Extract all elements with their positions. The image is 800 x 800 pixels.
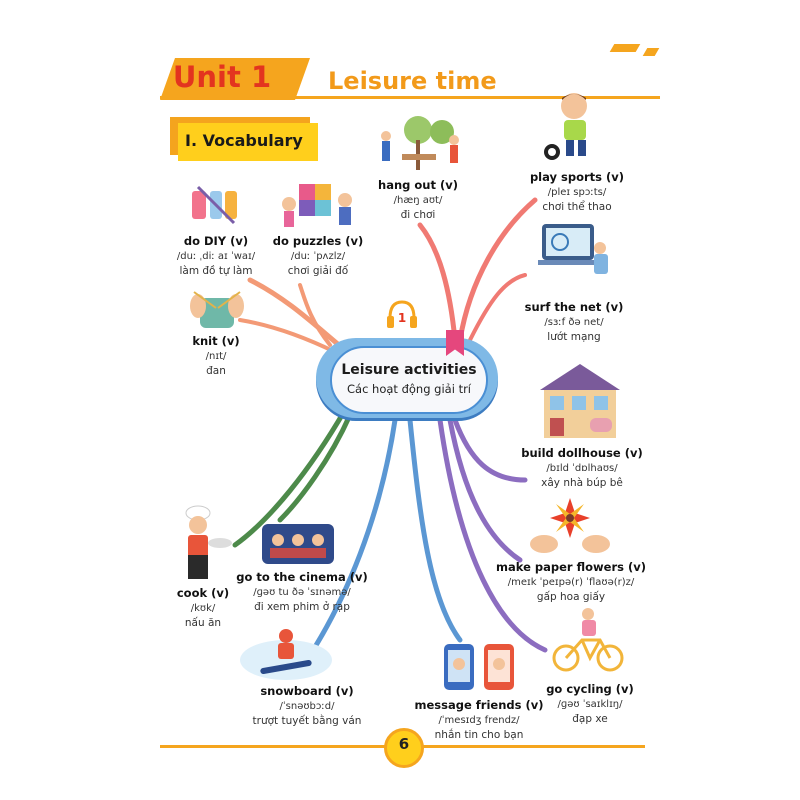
word-en: make paper flowers (v) bbox=[496, 560, 646, 574]
word-en: hang out (v) bbox=[378, 178, 458, 192]
word-ipa: /meɪk ˈpeɪpə(r) ˈflaʊə(r)z/ bbox=[507, 577, 635, 588]
puzzles-illustration bbox=[279, 180, 359, 230]
word-en: snowboard (v) bbox=[260, 684, 354, 698]
hang-out-illustration bbox=[372, 114, 464, 176]
header-rule bbox=[160, 96, 660, 99]
bookmark-ribbon bbox=[446, 330, 464, 356]
word-en: do puzzles (v) bbox=[272, 234, 364, 248]
word-surf-the-net: surf the net (v) /sɜːf ðə net/ lướt mạng bbox=[516, 300, 632, 345]
branch-knit bbox=[238, 318, 337, 354]
word-vi: làm đồ tự làm bbox=[179, 265, 253, 277]
word-en: do DIY (v) bbox=[183, 234, 249, 248]
word-vi: chơi giải đố bbox=[287, 265, 349, 277]
word-go-cycling: go cycling (v) /ɡəʊ ˈsaɪklɪŋ/ đạp xe bbox=[540, 682, 640, 727]
word-en: play sports (v) bbox=[529, 170, 625, 184]
word-ipa: /pleɪ spɔːts/ bbox=[547, 187, 607, 198]
play-sports-illustration bbox=[542, 90, 604, 162]
branch-message bbox=[407, 417, 463, 643]
word-vi: đi chơi bbox=[400, 209, 436, 221]
word-vi: xây nhà búp bê bbox=[541, 477, 623, 489]
branch-paper-flowers bbox=[447, 417, 523, 563]
word-cook: cook (v) /kʊk/ nấu ăn bbox=[166, 586, 240, 631]
section-label: I. Vocabulary bbox=[185, 131, 303, 150]
word-en: message friends (v) bbox=[414, 698, 544, 712]
paper-flowers-illustration bbox=[530, 494, 610, 556]
page-number: 6 bbox=[398, 735, 410, 753]
snowboard-illustration bbox=[240, 626, 332, 682]
word-vi: đan bbox=[206, 365, 226, 377]
word-ipa: /sɜːf ðə net/ bbox=[544, 317, 604, 328]
center-subtitle: Các hoạt động giải trí bbox=[347, 382, 471, 396]
word-vi: lướt mạng bbox=[547, 331, 601, 343]
word-ipa: /duː ˈpʌzlz/ bbox=[290, 251, 346, 262]
word-go-to-the-cinema: go to the cinema (v) /ɡəʊ tu ðə ˈsɪnəmə/… bbox=[232, 570, 372, 615]
word-snowboard: snowboard (v) /ˈsnəʊbɔːd/ trượt tuyết bằ… bbox=[242, 684, 372, 729]
branch-do-puzzles bbox=[298, 283, 332, 347]
word-ipa: /nɪt/ bbox=[205, 351, 227, 362]
word-en: go cycling (v) bbox=[546, 682, 634, 696]
surf-net-illustration bbox=[536, 218, 614, 284]
center-title: Leisure activities bbox=[341, 362, 477, 378]
branch-hang-out bbox=[417, 222, 458, 343]
page-number-badge bbox=[384, 728, 424, 768]
branch-do-diy bbox=[247, 277, 348, 353]
word-do-puzzles: do puzzles (v) /duː ˈpʌzlz/ chơi giải đố bbox=[268, 234, 368, 279]
word-knit: knit (v) /nɪt/ đan bbox=[172, 334, 260, 379]
word-ipa: /ɡəʊ ˈsaɪklɪŋ/ bbox=[557, 699, 623, 710]
branch-cinema bbox=[277, 412, 353, 523]
branch-cycling bbox=[437, 417, 548, 653]
branch-dollhouse bbox=[452, 417, 528, 483]
audio-track-number: 1 bbox=[397, 311, 407, 325]
word-en: go to the cinema (v) bbox=[236, 570, 368, 584]
word-vi: nấu ăn bbox=[184, 617, 222, 629]
cycling-illustration bbox=[552, 604, 624, 676]
branch-cook bbox=[232, 407, 348, 548]
knit-illustration bbox=[186, 288, 248, 334]
branch-play-sports bbox=[457, 197, 538, 343]
word-ipa: /ɡəʊ tu ðə ˈsɪnəmə/ bbox=[253, 587, 351, 598]
word-en: build dollhouse (v) bbox=[521, 446, 643, 460]
diy-illustration bbox=[190, 183, 242, 227]
word-vi: gấp hoa giấy bbox=[536, 591, 606, 603]
word-ipa: /ˈsnəʊbɔːd/ bbox=[279, 701, 335, 712]
word-play-sports: play sports (v) /pleɪ spɔːts/ chơi thể t… bbox=[522, 170, 632, 215]
word-ipa: /kʊk/ bbox=[190, 603, 216, 614]
word-hang-out: hang out (v) /hæŋ aʊt/ đi chơi bbox=[370, 178, 466, 223]
dollhouse-illustration bbox=[534, 360, 626, 440]
unit-label: Unit 1 bbox=[172, 60, 272, 94]
word-vi: trượt tuyết bằng ván bbox=[252, 715, 362, 727]
cook-illustration bbox=[176, 505, 234, 583]
word-ipa: /duː ˌdiː aɪ ˈwaɪ/ bbox=[176, 251, 256, 262]
word-do-diy: do DIY (v) /duː ˌdiː aɪ ˈwaɪ/ làm đồ tự … bbox=[170, 234, 262, 279]
word-build-dollhouse: build dollhouse (v) /bɪld ˈdɒlhaʊs/ xây … bbox=[516, 446, 648, 491]
branch-snowboard bbox=[307, 417, 398, 658]
word-ipa: /hæŋ aʊt/ bbox=[393, 195, 443, 206]
word-make-paper-flowers: make paper flowers (v) /meɪk ˈpeɪpə(r) ˈ… bbox=[492, 560, 650, 605]
word-message-friends: message friends (v) /ˈmesɪdʒ frendz/ nhắ… bbox=[414, 698, 544, 743]
unit-banner bbox=[160, 58, 310, 100]
word-vi: đi xem phim ở rạp bbox=[254, 601, 350, 613]
cinema-illustration bbox=[262, 524, 334, 564]
word-vi: chơi thể thao bbox=[542, 201, 612, 213]
word-en: cook (v) bbox=[176, 586, 230, 600]
section-badge bbox=[178, 123, 318, 161]
word-en: knit (v) bbox=[192, 334, 240, 348]
center-node bbox=[330, 346, 488, 414]
page-title: Leisure time bbox=[328, 67, 497, 95]
word-ipa: /ˈmesɪdʒ frendz/ bbox=[438, 715, 520, 726]
word-ipa: /bɪld ˈdɒlhaʊs/ bbox=[546, 463, 618, 474]
word-vi: nhắn tin cho bạn bbox=[434, 729, 524, 741]
message-friends-illustration bbox=[440, 640, 518, 692]
word-en: surf the net (v) bbox=[524, 300, 624, 314]
branch-surf-net bbox=[468, 273, 527, 342]
audio-icon[interactable] bbox=[385, 298, 419, 330]
word-vi: đạp xe bbox=[572, 713, 608, 725]
